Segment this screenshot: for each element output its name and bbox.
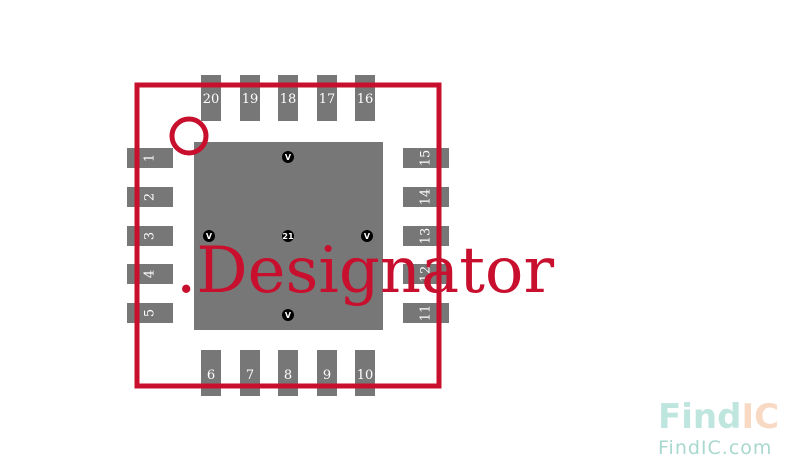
- pad-number: 12: [419, 266, 434, 283]
- designator-text: .Designator: [176, 234, 554, 308]
- via-bottom: V: [282, 309, 294, 321]
- watermark-logo-left: Find: [658, 397, 741, 437]
- pad-number: 18: [280, 92, 297, 107]
- top-pads: 20 19 18 17 16: [201, 75, 375, 121]
- via-left: V: [203, 230, 215, 242]
- pad-number: 1: [143, 154, 158, 162]
- pad-number: 13: [419, 228, 434, 245]
- pad-number: 2: [143, 193, 158, 201]
- pad-number: 16: [357, 92, 374, 107]
- pad-left-1: 1: [127, 148, 173, 168]
- via-label: V: [364, 232, 371, 241]
- watermark-logo-right: IC: [741, 397, 779, 437]
- watermark-logo: FindIC: [658, 397, 779, 437]
- pad-left-4: 4: [127, 264, 173, 284]
- pad-number: 17: [319, 92, 336, 107]
- pad-right-2: 14: [403, 187, 449, 207]
- pad-number: 5: [143, 309, 158, 317]
- pad-top-1: 20: [201, 75, 221, 121]
- via-label: V: [285, 311, 292, 320]
- via-right: V: [361, 230, 373, 242]
- pin1-marker: [169, 116, 209, 156]
- pad-number: 14: [419, 189, 434, 206]
- pad-top-2: 19: [240, 75, 260, 121]
- pad-number: 8: [284, 368, 292, 383]
- pad-right-1: 15: [403, 148, 449, 168]
- vias: V V 21 V V: [203, 151, 373, 321]
- via-label: V: [206, 232, 213, 241]
- pad-left-5: 5: [127, 303, 173, 323]
- pad-number: 19: [242, 92, 259, 107]
- pad-number: 4: [143, 270, 158, 278]
- pad-number: 7: [246, 368, 254, 383]
- via-center: 21: [282, 230, 294, 242]
- pad-number: 11: [419, 305, 434, 322]
- pad-number: 10: [357, 368, 374, 383]
- via-top: V: [282, 151, 294, 163]
- pad-top-3: 18: [278, 75, 298, 121]
- pad-top-4: 17: [317, 75, 337, 121]
- bottom-pads: 6 7 8 9 10: [201, 350, 375, 396]
- pad-number: 9: [323, 368, 331, 383]
- pad-bottom-2: 7: [240, 350, 260, 396]
- pad-top-5: 16: [355, 75, 375, 121]
- watermark-url: FindIC.com: [658, 437, 772, 459]
- pad-bottom-5: 10: [355, 350, 375, 396]
- left-pads: 1 2 3 4 5: [127, 148, 173, 323]
- silkscreen-outline: [134, 82, 442, 389]
- pad-left-2: 2: [127, 187, 173, 207]
- pad-bottom-4: 9: [317, 350, 337, 396]
- pad-number: 6: [207, 368, 215, 383]
- pad-left-3: 3: [127, 226, 173, 246]
- via-label: V: [285, 153, 292, 162]
- pad-number: 3: [143, 232, 158, 240]
- pad-bottom-1: 6: [201, 350, 221, 396]
- pad-bottom-3: 8: [278, 350, 298, 396]
- watermark: FindIC FindIC.com: [658, 397, 779, 459]
- pad-number: 20: [203, 92, 220, 107]
- pad-number: 15: [419, 150, 434, 167]
- via-label: 21: [282, 232, 294, 241]
